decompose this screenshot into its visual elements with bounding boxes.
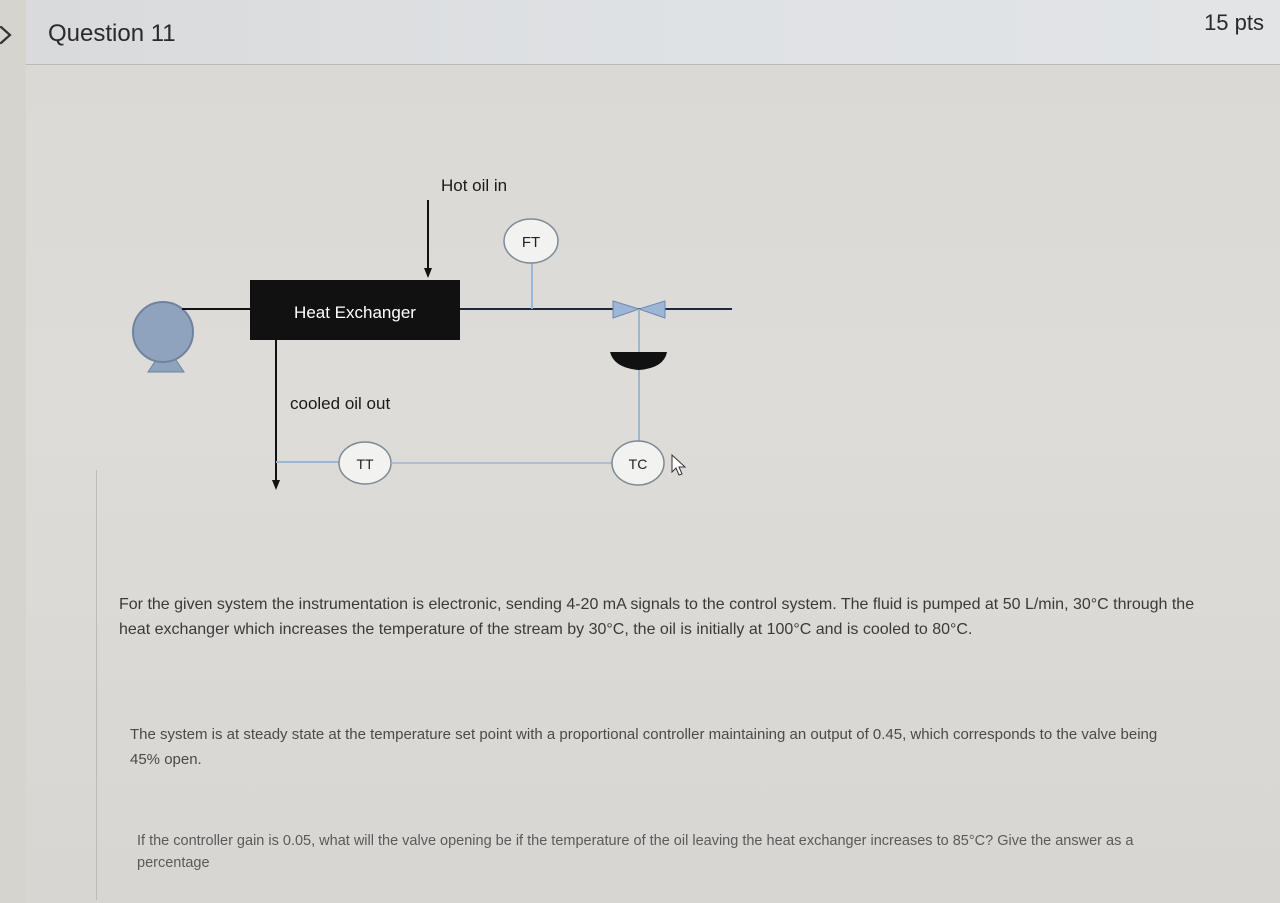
content-divider — [96, 470, 97, 900]
pump-icon — [132, 301, 194, 373]
ft-label: FT — [522, 234, 540, 251]
control-valve-icon — [612, 300, 666, 319]
flow-transmitter — [503, 218, 559, 264]
outlet-arrow-icon — [272, 480, 280, 490]
left-gutter — [0, 0, 26, 903]
temperature-controller — [611, 440, 665, 486]
question-body — [26, 65, 1280, 903]
heat-exchanger-label: Heat Exchanger — [294, 303, 416, 322]
question-header: Question 11 15 pts — [26, 0, 1280, 65]
valve-actuator-icon — [610, 352, 667, 370]
cooled-oil-label: cooled oil out — [290, 394, 390, 413]
question-title: Question 11 — [48, 20, 176, 47]
problem-question: If the controller gain is 0.05, what wil… — [137, 833, 1134, 871]
problem-paragraph-1: For the given system the instrumentation… — [119, 596, 1195, 638]
heat-exchanger — [250, 280, 460, 340]
collapse-chevron-icon[interactable] — [0, 24, 18, 46]
inlet-arrow-icon — [424, 268, 432, 278]
question-points: 15 pts — [1204, 10, 1264, 35]
process-diagram: Hot oil in Heat Exchanger FT cooled oil … — [132, 176, 732, 490]
tt-label: TT — [356, 456, 374, 472]
mouse-cursor-icon — [671, 453, 687, 476]
tc-label: TC — [629, 456, 648, 472]
problem-paragraph-2: The system is at steady state at the tem… — [130, 726, 1158, 768]
hot-oil-label: Hot oil in — [441, 176, 507, 195]
